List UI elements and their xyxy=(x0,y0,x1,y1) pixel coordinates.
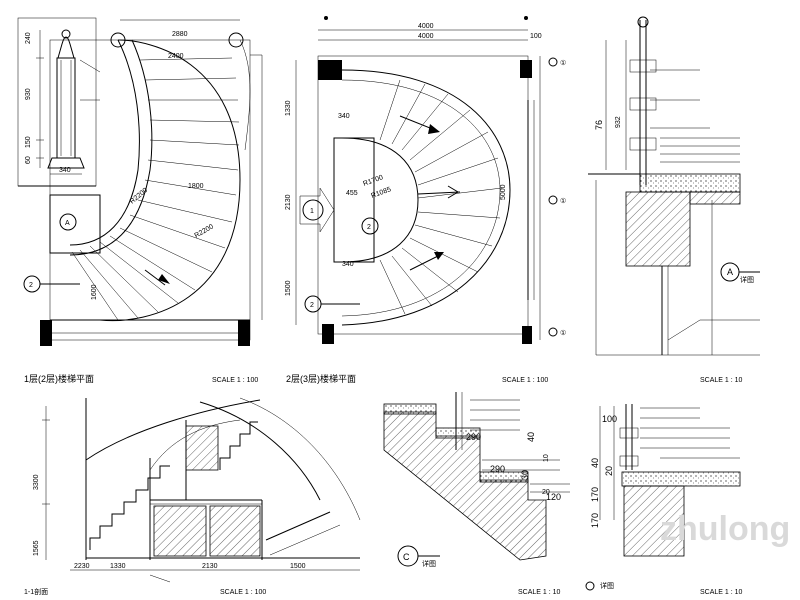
treads xyxy=(379,79,503,315)
plan-mid-mark-3: 2 xyxy=(310,302,314,309)
plan-mid-axis-3: ① xyxy=(560,329,566,337)
baluster-dim-2: 930 xyxy=(25,88,32,100)
plan-left-mark-b: 2 xyxy=(29,282,33,289)
plan-middle: 4000 4000 100 1330 2130 1500 5000 xyxy=(285,16,566,384)
plan-mid-axis-1: ① xyxy=(560,59,566,67)
plan-mid-dim-w: 455 xyxy=(346,190,358,197)
detail-b: 100 40 20 170 170 详图 SCALE 1 : 10 xyxy=(585,404,743,596)
plan-mid-dim-in-a: 340 xyxy=(338,113,350,120)
marker-circle xyxy=(59,213,77,231)
detail-a-scale: SCALE 1 : 10 xyxy=(700,377,743,384)
detail-c-dim-3: 40 xyxy=(526,432,536,442)
baluster-dim-4: 60 xyxy=(25,156,32,164)
column xyxy=(522,326,532,344)
plan-mid-dim-top-a: 4000 xyxy=(418,23,434,30)
leader-lines xyxy=(470,399,570,493)
watermark: zhulong xyxy=(660,510,790,548)
baluster-dim-3: 150 xyxy=(25,136,32,148)
baluster-dim-w: 340 xyxy=(59,167,71,174)
plan-left-caption: 1层(2层)楼梯平面 xyxy=(24,373,94,384)
plan-mid-dim-l2: 2130 xyxy=(285,194,292,210)
column xyxy=(40,320,52,346)
elev-caption: 1-1剖面 xyxy=(24,587,48,596)
plan-mid-dim-l1: 1330 xyxy=(285,100,292,116)
column xyxy=(520,60,532,78)
plan-mid-dim-top-c: 100 xyxy=(530,33,542,40)
detail-c-dim-7: 20 xyxy=(542,489,550,496)
elev-dim-b: 1565 xyxy=(33,540,40,556)
detail-b-dim-2: 40 xyxy=(590,458,600,468)
column xyxy=(318,60,342,80)
leader-lines xyxy=(640,407,740,459)
detail-b-scale: SCALE 1 : 10 xyxy=(700,589,743,596)
plan-left-mark-a: A xyxy=(65,220,70,227)
column xyxy=(322,324,334,344)
detail-c-dim-1: 290 xyxy=(466,432,481,442)
detail-a-dim-2: 932 xyxy=(615,116,622,128)
detail-c-caption: 详图 xyxy=(422,559,436,568)
plan-left-dim-r2: R2200 xyxy=(194,223,215,239)
plan-mid-dim-in-b: 340 xyxy=(342,261,354,268)
detail-c-dim-6: 120 xyxy=(546,492,561,502)
detail-b-dim-5: 170 xyxy=(590,513,600,528)
plan-left-scale: SCALE 1 : 100 xyxy=(212,377,258,384)
detail-a-caption: 详图 xyxy=(740,275,754,284)
plan-left-dim-top-b: 2400 xyxy=(168,53,184,60)
plan-mid-axis-2: ① xyxy=(560,197,566,205)
plan-left: 240 930 150 60 340 xyxy=(17,17,263,384)
detail-c-mark: C xyxy=(403,552,410,562)
elevation: 3300 1565 2230 1330 2130 1500 1-1剖面 SCAL… xyxy=(24,397,361,596)
plan-left-dim-mid: 1800 xyxy=(188,183,204,190)
detail-c-dim-5: 30 xyxy=(520,470,530,480)
elev-dim-x1: 2230 xyxy=(74,563,90,570)
elev-dim-x2: 1330 xyxy=(110,563,126,570)
plan-mid-caption: 2层(3层)楼梯平面 xyxy=(286,373,356,384)
detail-c-dim-4: 10 xyxy=(543,454,550,462)
detail-a: 76 932 A 详图 SCALE 1 : 10 xyxy=(588,16,760,384)
elev-scale: SCALE 1 : 100 xyxy=(220,589,266,596)
plan-mid-mark-1: 1 xyxy=(310,208,314,215)
detail-b-dim-4: 170 xyxy=(590,487,600,502)
elev-dim-x4: 1500 xyxy=(290,563,306,570)
detail-c-scale: SCALE 1 : 10 xyxy=(518,589,561,596)
baluster-dim-1: 240 xyxy=(25,32,32,44)
plan-mid-dim-l3: 1500 xyxy=(285,280,292,296)
elev-dim-x3: 2130 xyxy=(202,563,218,570)
leader-lines xyxy=(650,69,740,163)
detail-c: 290 290 40 10 30 120 20 C 详图 SCALE 1 : 1… xyxy=(383,392,570,596)
detail-b-dim-1: 100 xyxy=(602,414,617,424)
detail-b-caption: 详图 xyxy=(600,581,614,590)
plan-mid-dim-top-b: 4000 xyxy=(418,33,434,40)
detail-a-dim-1: 76 xyxy=(594,120,604,130)
detail-c-dim-2: 290 xyxy=(490,464,505,474)
elev-dim-h: 3300 xyxy=(33,474,40,490)
plan-mid-scale: SCALE 1 : 100 xyxy=(502,377,548,384)
baluster-detail: 240 930 150 60 340 xyxy=(17,17,101,187)
plan-mid-dim-rad-a: R1700 xyxy=(362,174,384,188)
plan-mid-mark-2: 2 xyxy=(367,224,371,231)
plan-mid-dim-r: 5000 xyxy=(500,184,507,200)
plan-left-dim-top-a: 2880 xyxy=(172,31,188,38)
plan-left-dim-left: 1600 xyxy=(91,284,98,300)
treads xyxy=(71,57,240,321)
detail-b-dim-3: 20 xyxy=(604,466,614,476)
detail-a-mark: A xyxy=(727,267,733,277)
